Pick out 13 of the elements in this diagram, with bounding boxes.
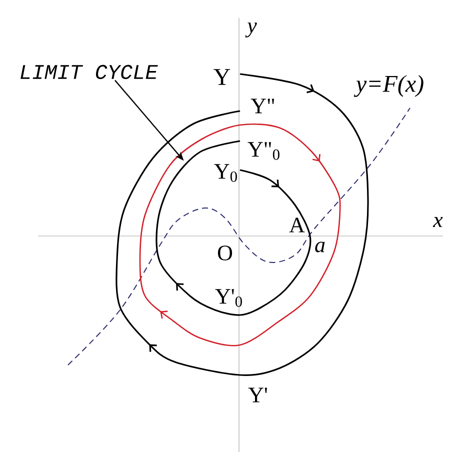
axis-label: x: [432, 216, 443, 228]
point-label: Y: [214, 69, 230, 85]
point-label: A: [289, 218, 305, 232]
point-label: O: [218, 246, 232, 260]
point-label: Y': [248, 388, 267, 402]
point-label: Y$_{0}$: [214, 164, 237, 182]
axis-label: y: [245, 22, 257, 38]
curve-label: y=F(x): [354, 75, 424, 97]
point-label: Y'$_{0}$: [215, 289, 242, 307]
callout-label: LIMIT CYCLE: [20, 64, 158, 80]
limit-cycle-curve: [139, 123, 341, 346]
point-label: a: [315, 242, 325, 252]
point-label: Y"$_{0}$: [248, 142, 280, 160]
